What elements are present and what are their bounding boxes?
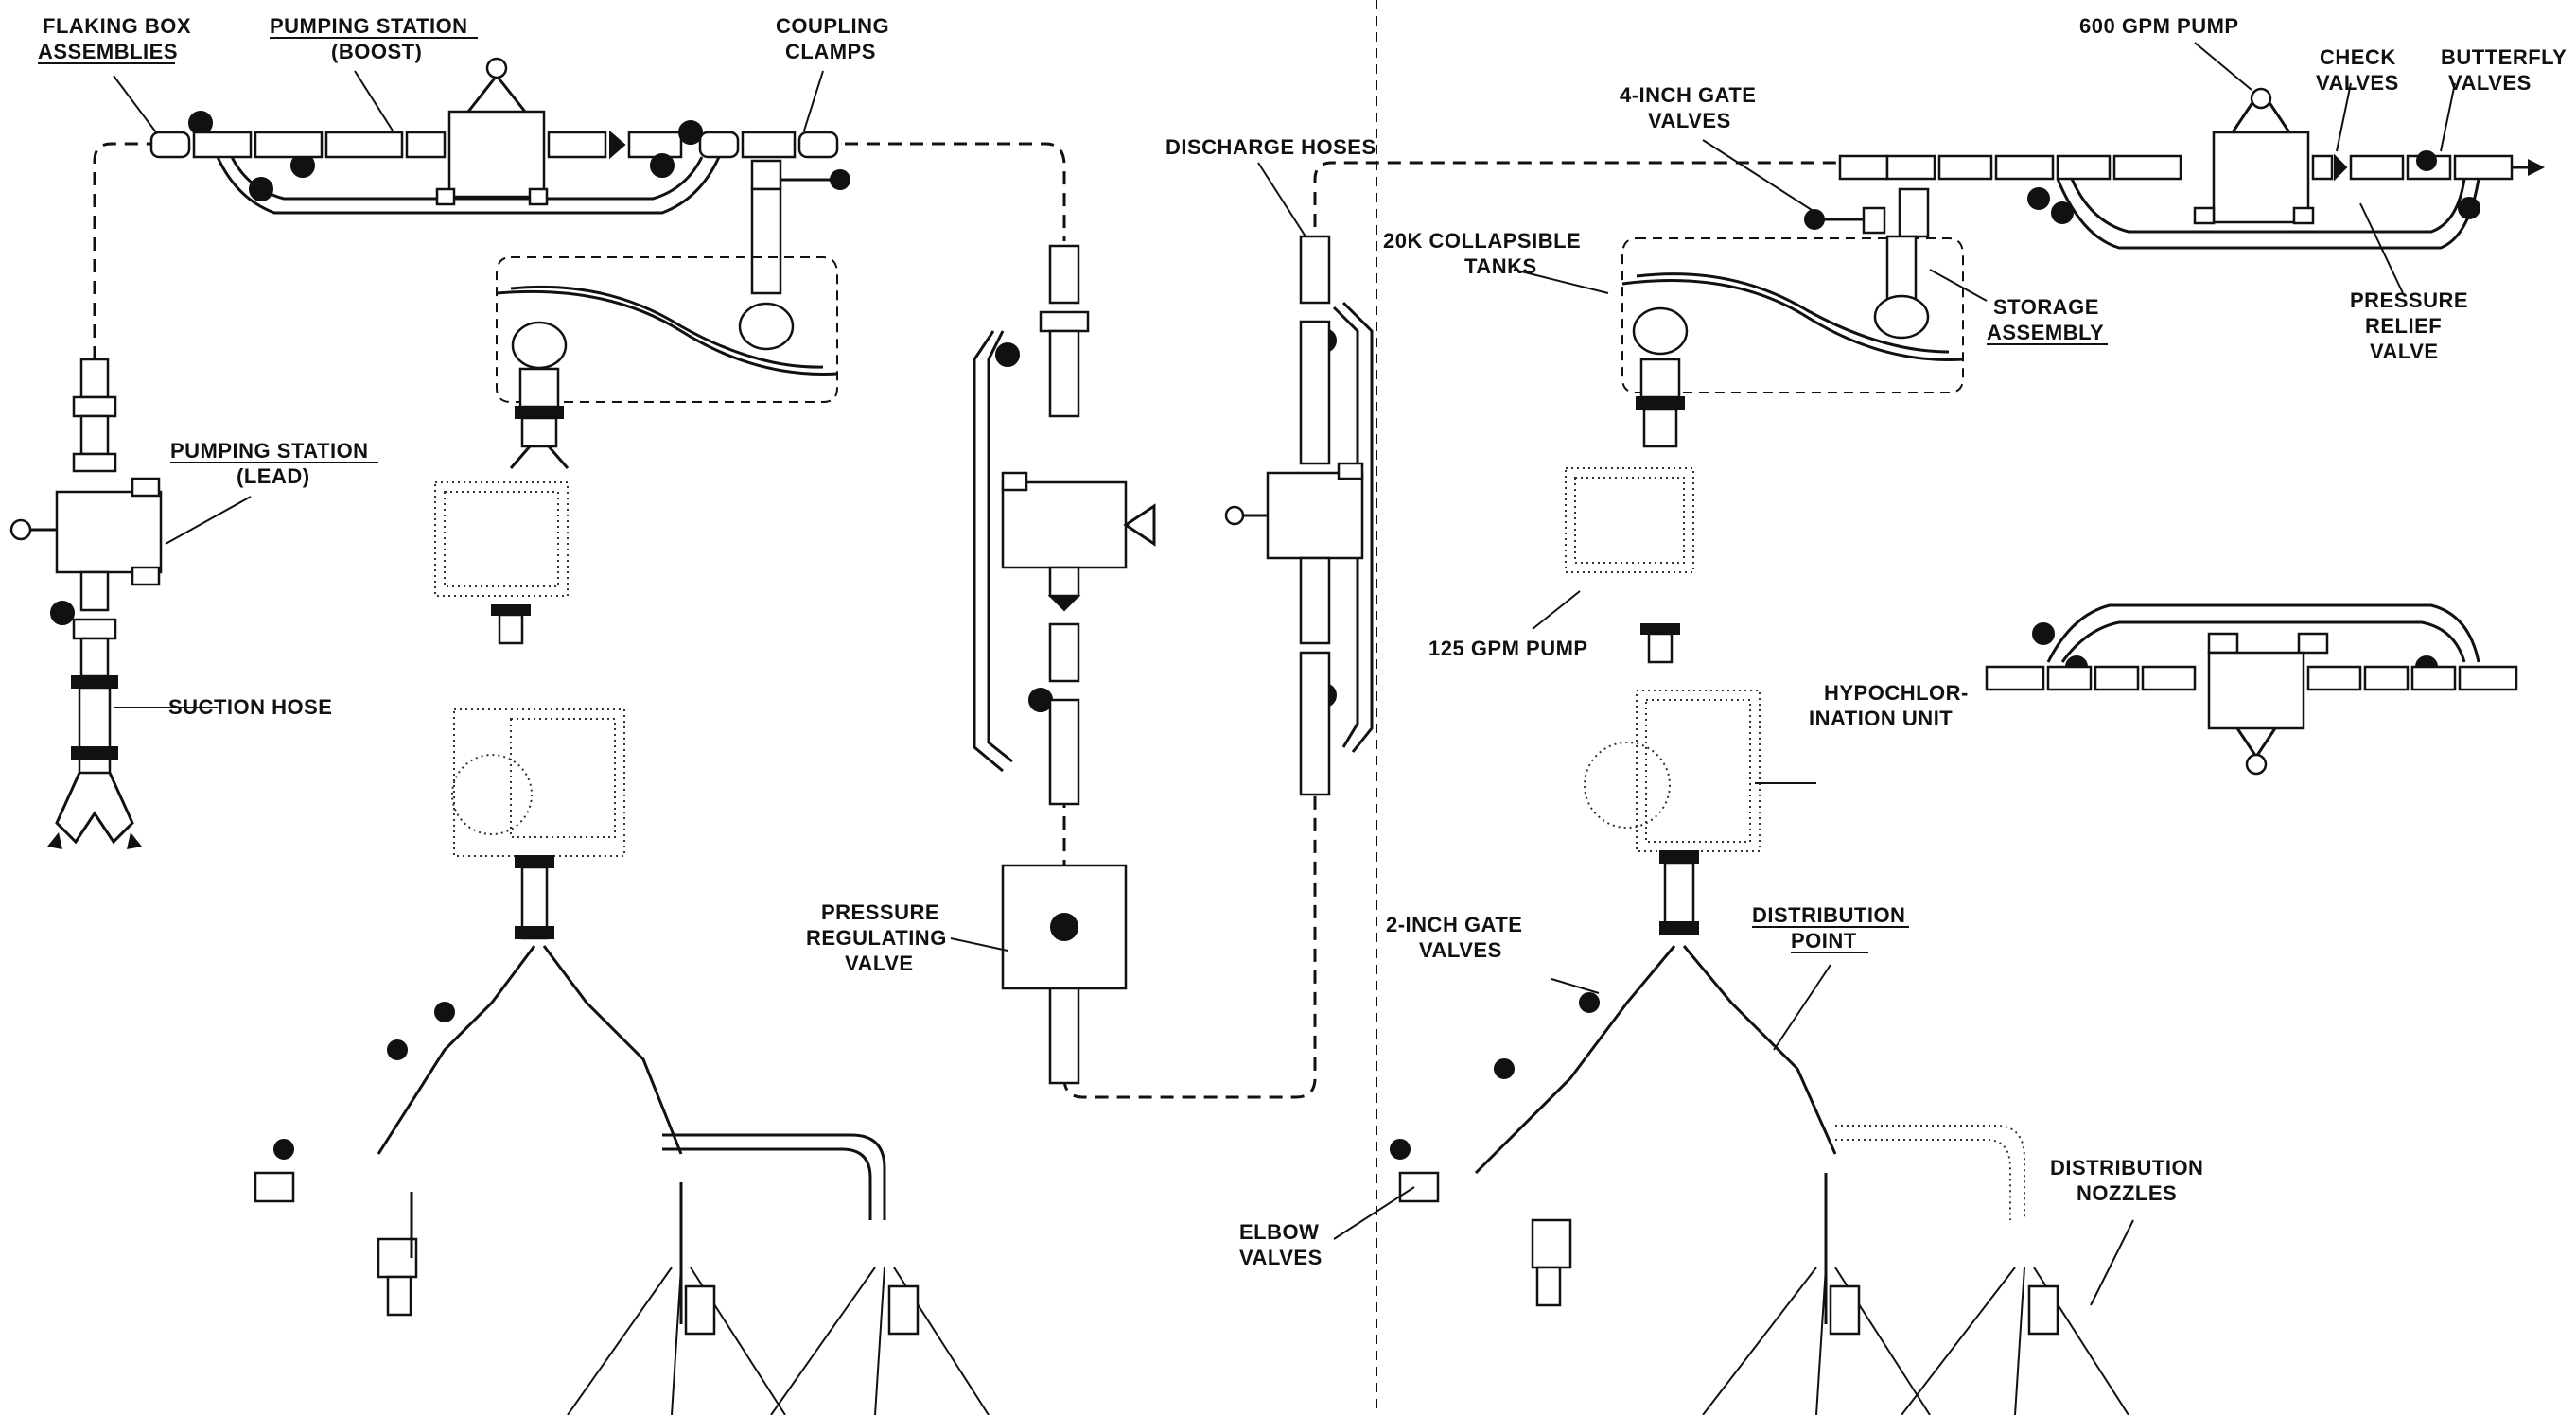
label-pumping-station-lead-line1: PUMPING STATION — [170, 439, 369, 463]
label-distribution-point-line2: POINT — [1791, 929, 1857, 952]
label-hypochlorination-unit-line1: HYPOCHLOR- — [1824, 681, 1969, 705]
label-check-valves-line1: CHECK — [2320, 45, 2396, 69]
right-distribution-line — [1390, 396, 2129, 1415]
label-2inch-gate-valves-line1: 2-INCH GATE — [1386, 913, 1522, 936]
label-pumping-station-boost-line1: PUMPING STATION — [270, 14, 468, 38]
label-elbow-valves-line1: ELBOW — [1239, 1220, 1319, 1244]
label-pressure-relief-valve-line1: PRESSURE — [2350, 288, 2468, 312]
label-4inch-gate-valves-line2: VALVES — [1648, 109, 1731, 132]
label-pressure-regulating-valve-line3: VALVE — [845, 952, 914, 975]
label-butterfly-valves-line2: VALVES — [2448, 71, 2532, 95]
leader-lines — [113, 42, 2456, 1306]
label-600gpm-pump: 600 GPM PUMP — [2079, 14, 2239, 38]
label-collapsible-tanks-line2: TANKS — [1464, 254, 1537, 278]
hose-routes — [93, 0, 1840, 1415]
label-125gpm-pump: 125 GPM PUMP — [1428, 637, 1588, 660]
label-flaking-box-line2: ASSEMBLIES — [38, 40, 178, 63]
label-butterfly-valves-line1: BUTTERFLY — [2441, 45, 2567, 69]
label-distribution-nozzles-line2: NOZZLES — [2077, 1181, 2177, 1205]
label-pressure-regulating-valve-line2: REGULATING — [806, 926, 947, 950]
label-4inch-gate-valves-line1: 4-INCH GATE — [1620, 83, 1756, 107]
center-pump-column — [973, 244, 1156, 1085]
label-pressure-regulating-valve-line1: PRESSURE — [821, 900, 939, 924]
label-suction-hose: SUCTION HOSE — [168, 695, 332, 719]
left-distribution-line — [254, 406, 990, 1415]
callout-labels: FLAKING BOX ASSEMBLIES PUMPING STATION (… — [38, 14, 2567, 1269]
label-hypochlorination-unit-line2: INATION UNIT — [1809, 707, 1953, 730]
label-distribution-nozzles-line1: DISTRIBUTION — [2050, 1156, 2203, 1179]
label-pressure-relief-valve-line2: RELIEF — [2365, 314, 2442, 338]
label-pumping-station-boost-line2: (BOOST) — [331, 40, 422, 63]
boost-pumping-station — [149, 57, 850, 351]
center-right-pump-column — [1224, 235, 1374, 796]
label-flaking-box-line1: FLAKING BOX — [43, 14, 191, 38]
label-2inch-gate-valves-line2: VALVES — [1419, 938, 1502, 962]
right-header-line — [1804, 87, 2545, 250]
label-storage-assembly-line2: ASSEMBLY — [1987, 321, 2104, 344]
spare-pump-assembly — [1985, 603, 2518, 776]
label-coupling-clamps-line1: COUPLING — [776, 14, 889, 38]
right-collapsible-tank — [1621, 235, 1964, 399]
label-pumping-station-lead-line2: (LEAD) — [237, 464, 310, 488]
label-pressure-relief-valve-line3: VALVE — [2370, 340, 2439, 363]
left-collapsible-tank — [496, 256, 838, 409]
label-elbow-valves-line2: VALVES — [1239, 1246, 1323, 1269]
label-distribution-point-line1: DISTRIBUTION — [1752, 903, 1905, 927]
label-check-valves-line2: VALVES — [2316, 71, 2399, 95]
label-collapsible-tanks-line1: 20K COLLAPSIBLE — [1383, 229, 1581, 253]
label-discharge-hoses: DISCHARGE HOSES — [1165, 135, 1376, 159]
label-storage-assembly-line1: STORAGE — [1993, 295, 2099, 319]
lead-pumping-station — [9, 358, 163, 849]
label-coupling-clamps-line2: CLAMPS — [785, 40, 876, 63]
